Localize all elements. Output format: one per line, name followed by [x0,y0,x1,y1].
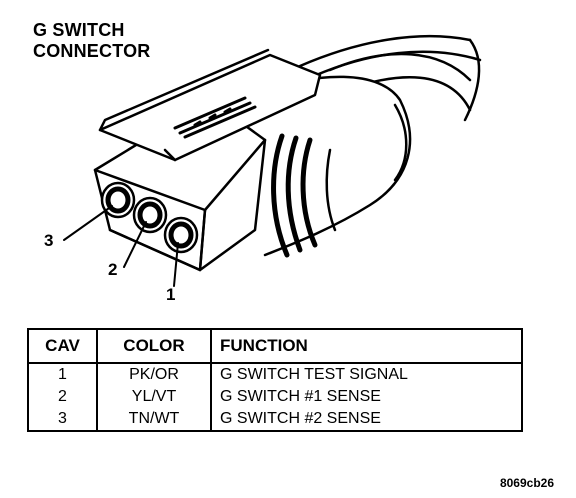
cell-color: YL/VT [96,386,212,408]
title-line-2: CONNECTOR [33,41,151,61]
table-row: 2 YL/VT G SWITCH #1 SENSE [27,386,523,408]
leader-2 [123,221,147,268]
cavity-table: CAV COLOR FUNCTION 1 PK/OR G SWITCH TEST… [27,328,523,432]
table-row: 1 PK/OR G SWITCH TEST SIGNAL [27,363,523,386]
pin-label-1: 1 [166,285,176,304]
connector-illustration [63,34,482,287]
leader-3 [63,205,113,241]
cell-function: G SWITCH #2 SENSE [210,408,523,432]
pin-label-3: 3 [44,231,54,250]
figure-id: 8069cb26 [499,476,554,490]
pin-label-2: 2 [108,260,118,279]
cell-function: G SWITCH #1 SENSE [210,386,523,408]
cell-color: PK/OR [96,363,212,386]
cell-cav: 1 [27,363,98,386]
header-cav: CAV [27,328,98,364]
cell-cav: 3 [27,408,98,432]
header-color: COLOR [96,328,212,364]
locking-latch [98,53,322,162]
diagram-title: G SWITCH CONNECTOR [33,20,150,62]
cell-color: TN/WT [96,408,212,432]
table-header-row: CAV COLOR FUNCTION [27,328,523,364]
table-row: 3 TN/WT G SWITCH #2 SENSE [27,408,523,432]
cell-function: G SWITCH TEST SIGNAL [210,363,523,386]
cell-cav: 2 [27,386,98,408]
header-function: FUNCTION [210,328,523,364]
title-line-1: G SWITCH [33,20,125,40]
leader-1 [173,242,179,287]
